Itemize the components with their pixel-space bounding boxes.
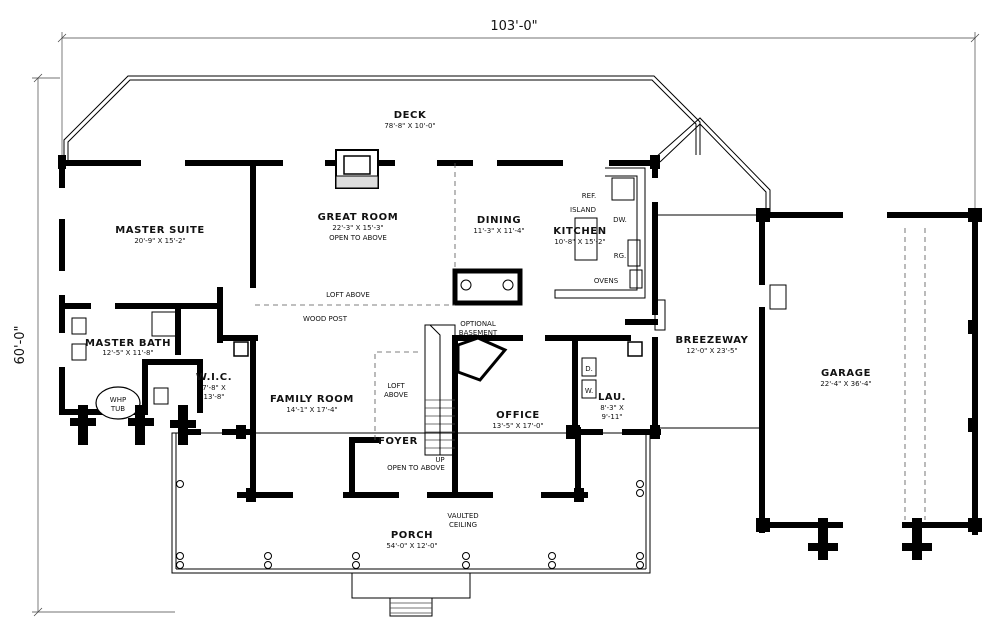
master-bath-size: 12'-5" X 11'-8" bbox=[102, 349, 153, 357]
whp-label: WHP bbox=[110, 396, 126, 404]
log-posts bbox=[58, 155, 660, 502]
ceiling-label: CEILING bbox=[449, 521, 477, 529]
washer-label: W. bbox=[585, 387, 593, 395]
office-size: 13'-5" X 17'-0" bbox=[492, 422, 543, 430]
overall-depth-label: 60'-0" bbox=[13, 325, 28, 364]
dw-label: DW. bbox=[613, 216, 627, 224]
breezeway-name: BREEZEWAY bbox=[675, 335, 748, 346]
great-room-name: GREAT ROOM bbox=[318, 212, 399, 223]
deck: DECK 78'-8" X 10'-0" bbox=[63, 75, 771, 215]
garage bbox=[756, 208, 982, 560]
dining-size: 11'-3" X 11'-4" bbox=[473, 227, 524, 235]
breezeway bbox=[654, 214, 762, 429]
family-room-name: FAMILY ROOM bbox=[270, 394, 354, 405]
loft-label-2: ABOVE bbox=[384, 391, 408, 399]
ovens-label: OVENS bbox=[594, 277, 619, 285]
overall-dimensions: 103'-0" 60'-0" bbox=[13, 19, 980, 617]
great-room-size: 22'-3" X 15'-3" bbox=[332, 224, 383, 232]
porch-size: 54'-0" X 12'-0" bbox=[386, 542, 437, 550]
kitchen-fixtures bbox=[554, 167, 646, 299]
rg-label: RG. bbox=[614, 252, 627, 260]
bath-fixtures bbox=[71, 279, 643, 420]
kitchen-size: 10'-8" X 15'-2" bbox=[554, 238, 605, 246]
overall-width-label: 103'-0" bbox=[490, 19, 537, 34]
porch-name: PORCH bbox=[391, 530, 433, 541]
lau-name: LAU. bbox=[598, 392, 626, 403]
lau-size-2: 9'-11" bbox=[601, 413, 622, 421]
wic-size-2: 13'-8" bbox=[203, 393, 224, 401]
fireplace bbox=[335, 149, 379, 189]
optional-label-1: OPTIONAL bbox=[460, 320, 496, 328]
deck-size: 78'-8" X 10'-0" bbox=[384, 122, 435, 130]
main-walls bbox=[59, 157, 661, 498]
master-suite-name: MASTER SUITE bbox=[115, 225, 205, 236]
optional-label-2: BASEMENT bbox=[459, 329, 498, 337]
lau-size-1: 8'-3" X bbox=[600, 404, 624, 412]
porch bbox=[171, 432, 651, 617]
room-labels: MASTER SUITE 20'-9" X 15'-2" GREAT ROOM … bbox=[85, 212, 872, 550]
dryer-label: D. bbox=[585, 365, 593, 373]
tub-label: TUB bbox=[110, 405, 125, 413]
plan-notes: LOFT ABOVE WOOD POST LOFT ABOVE OPTIONAL… bbox=[110, 192, 627, 529]
great-room-note: OPEN TO ABOVE bbox=[329, 234, 387, 242]
foyer-note: OPEN TO ABOVE bbox=[387, 464, 445, 472]
garage-size: 22'-4" X 36'-4" bbox=[820, 380, 871, 388]
kitchen-name: KITCHEN bbox=[553, 226, 606, 237]
garage-name: GARAGE bbox=[821, 368, 871, 379]
ref-label: REF. bbox=[582, 192, 596, 200]
master-bath-name: MASTER BATH bbox=[85, 338, 171, 349]
office-name: OFFICE bbox=[496, 410, 540, 421]
wic-name: W.I.C. bbox=[196, 372, 232, 383]
island-label: ISLAND bbox=[570, 206, 596, 214]
up-label: UP bbox=[435, 456, 444, 464]
master-suite-size: 20'-9" X 15'-2" bbox=[134, 237, 185, 245]
vaulted-label: VAULTED bbox=[447, 512, 478, 520]
loft-above-label: LOFT ABOVE bbox=[326, 291, 370, 299]
wood-post-label: WOOD POST bbox=[303, 315, 348, 323]
wic-size-1: 7'-8" X bbox=[202, 384, 226, 392]
stairs bbox=[424, 324, 508, 456]
loft-label-1: LOFT bbox=[387, 382, 405, 390]
foyer-name: FOYER bbox=[378, 436, 418, 447]
dining-name: DINING bbox=[477, 215, 521, 226]
family-room-size: 14'-1" X 17'-4" bbox=[286, 406, 337, 414]
breezeway-size: 12'-0" X 23'-5" bbox=[686, 347, 737, 355]
deck-name: DECK bbox=[394, 110, 427, 121]
